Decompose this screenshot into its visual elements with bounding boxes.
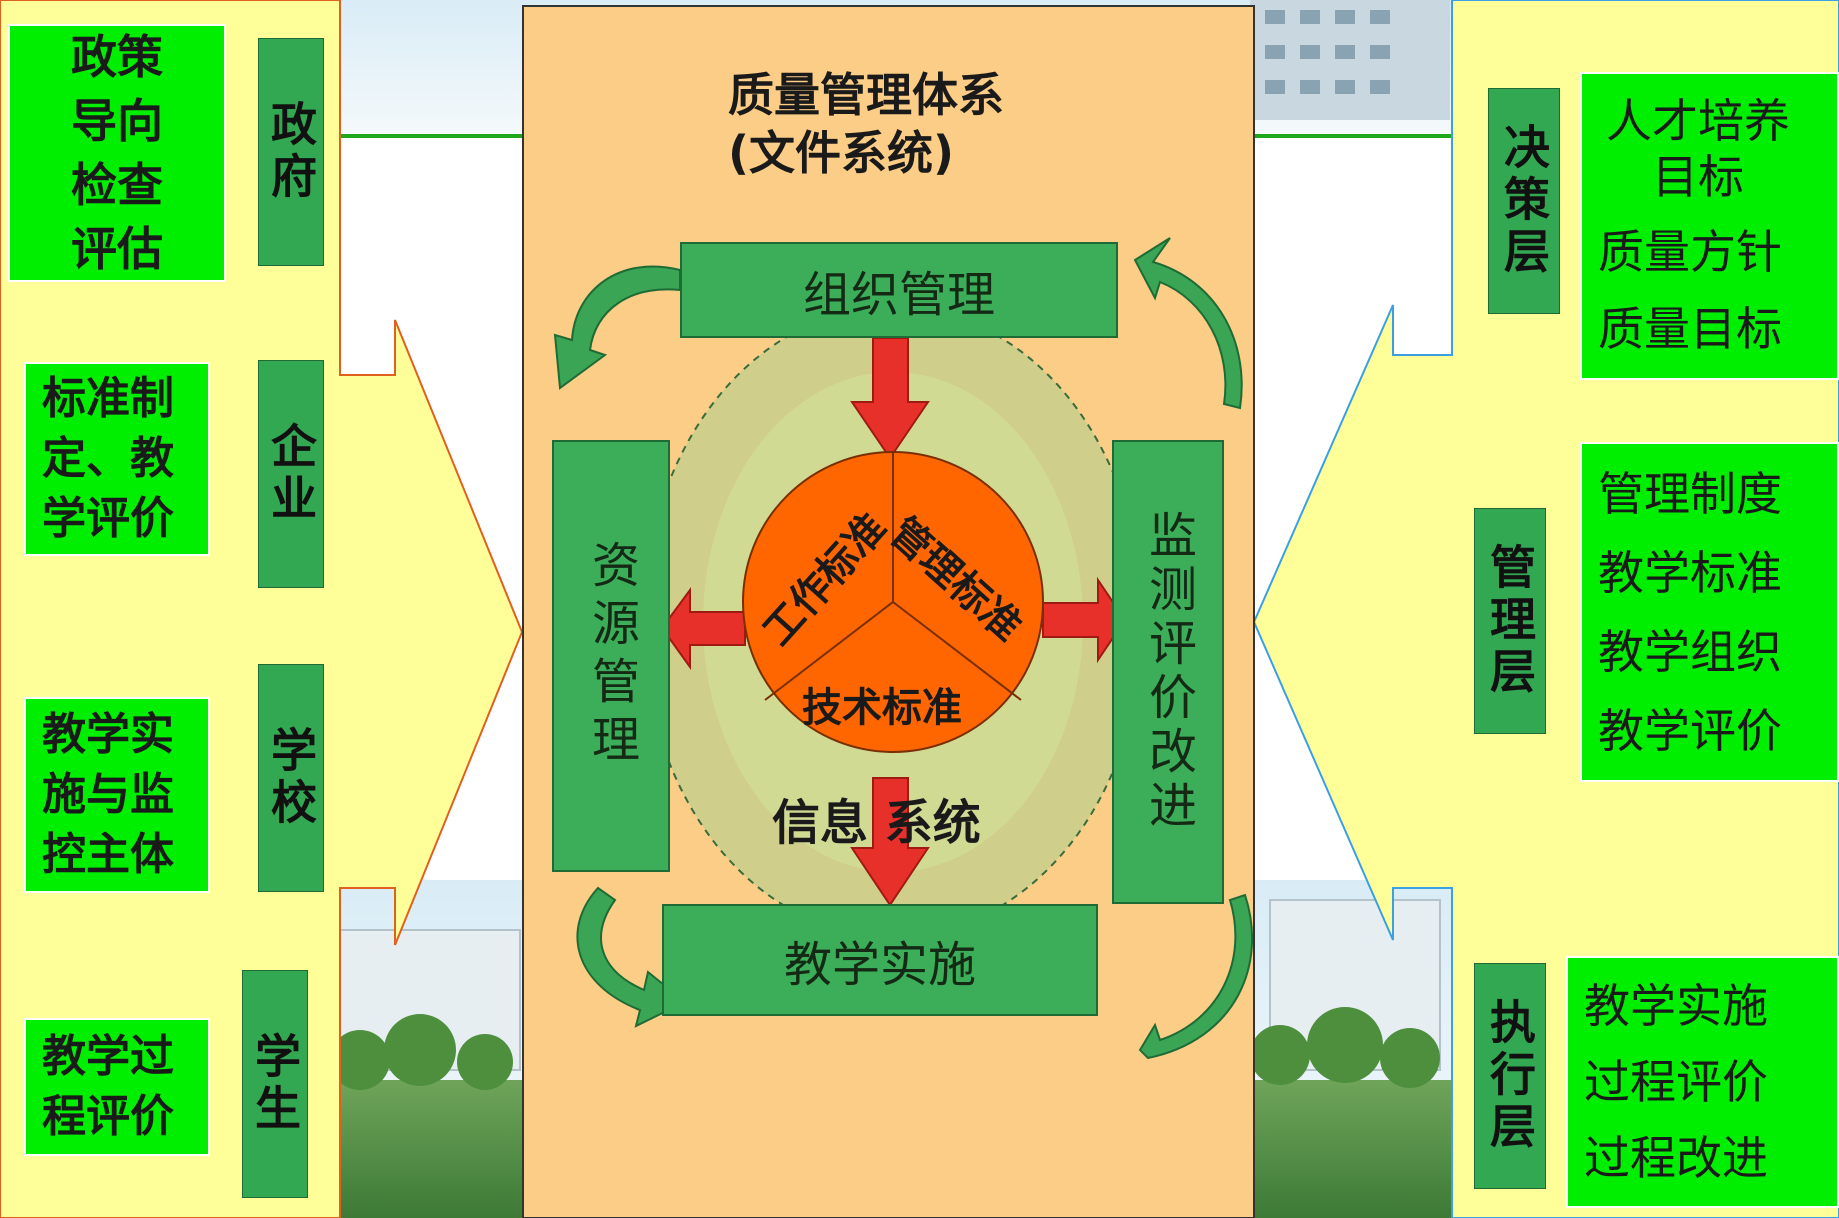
organization-management-box: 组织管理 [680,242,1118,338]
government-role-text: 政策导向检查评估 [71,30,163,276]
school-role-text: 教学实施与监控主体 [42,709,174,880]
decision-layer-box: 人才培养目标 质量方针 质量目标 [1580,72,1839,380]
center-title-line1: 质量管理体系 [728,68,1004,122]
cycle-arrow-bottom-left [576,886,687,1028]
decision-item: 质量方针 [1598,224,1782,279]
arrow-down-bottom [850,777,930,907]
teaching-implementation-box: 教学实施 [662,904,1098,1016]
management-item: 管理制度 [1598,466,1782,521]
cycle-arrow-top-right [1133,237,1243,410]
school-label: 学校 [258,664,324,892]
execution-item: 过程评价 [1584,1055,1768,1109]
government-label: 政府 [258,38,324,266]
execution-item: 教学实施 [1584,979,1768,1033]
information-system-label: 信息 系统 [772,795,981,851]
execution-layer-label: 执行层 [1474,963,1546,1189]
campus-trees-bottom [330,1007,1440,1090]
enterprise-label: 企业 [258,360,324,588]
building-windows-top [1265,10,1390,94]
school-role-box: 教学实施与监控主体 [24,697,210,893]
execution-item: 过程改进 [1584,1131,1768,1185]
management-item: 教学评价 [1598,703,1782,758]
decision-layer-label: 决策层 [1488,88,1560,314]
arrow-down-top [850,337,930,460]
cycle-arrow-top-left [553,265,681,390]
management-item: 教学组织 [1598,624,1782,679]
government-role-box: 政策导向检查评估 [8,24,226,282]
decision-item: 人才培养目标 [1606,93,1790,204]
center-title-line2: (文件系统) [728,126,955,180]
enterprise-role-box: 标准制定、教学评价 [24,362,210,556]
decision-item: 质量目标 [1598,302,1782,357]
student-label: 学生 [242,970,308,1198]
arrow-right [1042,576,1127,664]
management-layer-label: 管理层 [1474,508,1546,734]
left-panel [0,0,524,1218]
technical-standard-label: 技术标准 [802,685,962,731]
circle-dividers [764,452,1022,701]
student-role-text: 教学过程评价 [42,1031,174,1142]
cycle-arrow-bottom-right [1138,893,1254,1060]
enterprise-role-text: 标准制定、教学评价 [42,373,174,544]
resource-management-box: 资源管理 [552,440,670,872]
management-layer-box: 管理制度 教学标准 教学组织 教学评价 [1580,442,1839,782]
arrow-left [660,586,746,671]
monitoring-evaluation-box: 监测评价改进 [1112,440,1224,904]
management-item: 教学标准 [1598,545,1782,600]
student-role-box: 教学过程评价 [24,1018,210,1156]
execution-layer-box: 教学实施 过程评价 过程改进 [1566,956,1839,1208]
